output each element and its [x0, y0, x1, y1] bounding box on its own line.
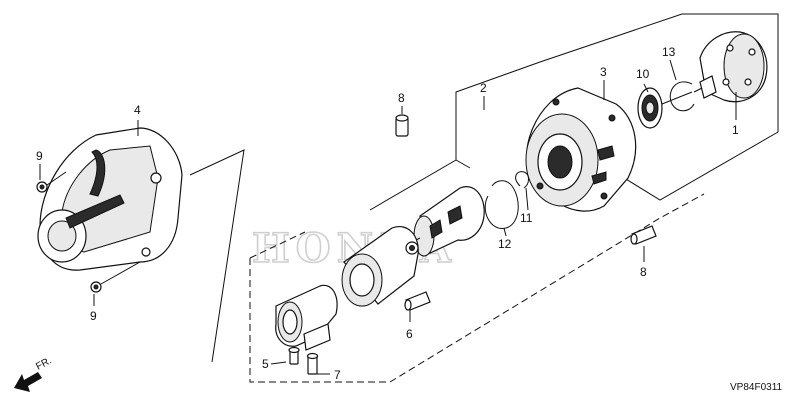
inner-sleeve: [411, 186, 485, 257]
callout-7: 7: [334, 368, 341, 382]
part-8-bolt-lower: [630, 225, 657, 245]
callout-1: 1: [732, 123, 739, 137]
part-10-bearing: [637, 87, 693, 129]
front-label: FR.: [34, 355, 53, 372]
assembly-boundary-lines: [189, 13, 779, 383]
part-9-bolt-upper: [36, 171, 67, 193]
callout-11: 11: [520, 211, 533, 225]
callout-13: 13: [662, 45, 676, 59]
callout-4: 4: [134, 103, 141, 117]
callout-10: 10: [636, 67, 650, 81]
callout-2: 2: [480, 81, 487, 95]
part-1-flange: [693, 31, 768, 103]
callout-8-lower: 8: [640, 265, 647, 279]
front-direction-arrow: FR.: [14, 355, 54, 392]
part-8-bolt-upper: [395, 114, 409, 137]
part-3-housing: [525, 87, 637, 212]
part-9-bolt-lower: [90, 261, 141, 293]
leader-lines: [39, 59, 737, 375]
diagram-code: VP84F0311: [730, 382, 783, 393]
part-7-bolt: [306, 352, 319, 375]
part-11-snap-ring: [515, 171, 529, 189]
callout-6: 6: [406, 327, 413, 341]
part-5-bolt: [288, 346, 300, 365]
callout-9-upper: 9: [36, 149, 43, 163]
callout-3: 3: [600, 65, 607, 79]
callout-12: 12: [498, 237, 512, 251]
part-6-bolt: [404, 291, 431, 311]
part-4-cover: [37, 127, 183, 271]
clamp-bracket: [275, 284, 338, 351]
callout-5: 5: [262, 357, 269, 371]
callout-9-lower: 9: [90, 309, 97, 323]
part-12-circlip: [484, 180, 519, 229]
callout-8-upper: 8: [398, 91, 405, 105]
cone-housing: [341, 226, 419, 307]
part-13-circlip: [669, 81, 695, 112]
